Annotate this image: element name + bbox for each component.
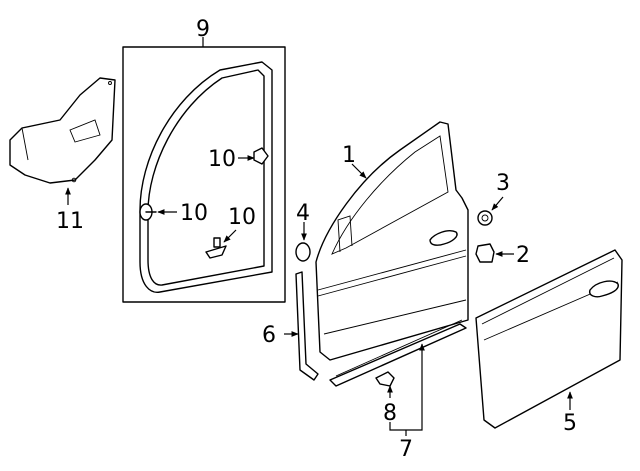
door-skin-part — [475, 249, 623, 429]
callout-11: 11 — [56, 209, 84, 234]
clip-part-b — [139, 203, 157, 221]
garnish-part — [295, 271, 319, 381]
callout-3: 3 — [496, 171, 510, 196]
callout-7: 7 — [399, 437, 413, 462]
leader-1 — [351, 163, 367, 179]
clip-part-c — [205, 237, 227, 259]
leader-10c — [223, 229, 237, 243]
callout-10a: 10 — [208, 147, 236, 172]
door-shell-part — [315, 121, 469, 361]
callout-9: 9 — [196, 17, 210, 42]
callout-10b: 10 — [180, 201, 208, 226]
plug-part — [295, 242, 311, 262]
callout-2: 2 — [516, 243, 530, 268]
molding-part — [329, 319, 467, 387]
leader-3 — [491, 196, 504, 211]
callout-4: 4 — [296, 201, 310, 226]
water-shield-part — [9, 77, 116, 184]
callout-10c: 10 — [228, 205, 256, 230]
callout-1: 1 — [342, 143, 356, 168]
clip-part-a — [253, 147, 269, 165]
callout-6: 6 — [262, 323, 276, 348]
weatherstrip-box — [122, 37, 286, 303]
bumper-part — [475, 243, 495, 263]
callout-5: 5 — [563, 411, 577, 436]
grommet-part — [477, 210, 493, 226]
callout-8: 8 — [383, 401, 397, 426]
molding-clip-part — [375, 371, 395, 387]
